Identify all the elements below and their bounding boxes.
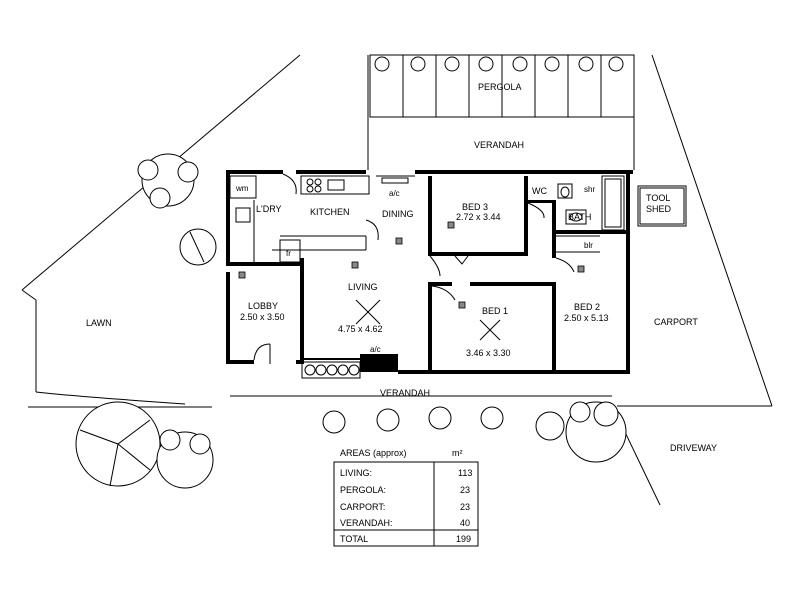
ac-bottom-label: a/c <box>370 345 381 354</box>
area-row-label: VERANDAH: <box>340 518 393 528</box>
areas-heading: AREAS (approx) <box>340 448 407 458</box>
bed2-size: 2.50 x 5.13 <box>564 313 609 323</box>
kitchen-label: KITCHEN <box>310 207 350 217</box>
lawn-label: LAWN <box>86 318 112 328</box>
bir-label: blr <box>584 241 593 250</box>
door-swings <box>253 202 575 364</box>
bed3-size: 2.72 x 3.44 <box>456 212 501 222</box>
living-label: LIVING <box>348 282 378 292</box>
area-total-label: TOTAL <box>340 534 368 544</box>
bath-label: BATH <box>568 212 591 222</box>
areas-unit: m² <box>452 448 463 458</box>
tool-shed-label-2: SHED <box>646 204 672 214</box>
bed1-label: BED 1 <box>482 306 508 316</box>
area-row-value: 23 <box>460 485 470 495</box>
laundry-label: L'DRY <box>256 204 282 214</box>
verandah-top-label: VERANDAH <box>474 140 524 150</box>
bathroom-fittings <box>556 175 625 253</box>
tool-shed-label-1: TOOL <box>646 193 670 203</box>
ceiling-fan-icon <box>355 299 501 341</box>
tree-icon <box>75 153 627 489</box>
lobby-label: LOBBY <box>248 301 278 311</box>
tool-shed: TOOL SHED <box>637 185 687 227</box>
planter <box>301 361 361 379</box>
living-size: 4.75 x 4.62 <box>338 324 383 334</box>
shower-label: shr <box>584 185 595 194</box>
verandah-bottom-label: VERANDAH <box>380 388 430 398</box>
wc-label: WC <box>532 186 547 196</box>
pergola-label: PERGOLA <box>478 82 522 92</box>
driveway-label: DRIVEWAY <box>670 443 717 453</box>
bed3-label: BED 3 <box>462 202 488 212</box>
area-row-label: CARPORT: <box>340 502 385 512</box>
light-points <box>238 221 585 309</box>
area-total-value: 199 <box>456 534 471 544</box>
house-walls <box>226 170 633 374</box>
kitchen-fittings <box>229 173 415 263</box>
area-row-value: 113 <box>458 468 472 478</box>
pergola-plants <box>374 56 624 72</box>
pergola: PERGOLA <box>369 54 635 118</box>
area-row-label: LIVING: <box>340 468 372 478</box>
ac-top-label: a/c <box>389 189 400 198</box>
carport-label: CARPORT <box>654 317 698 327</box>
areas-table: AREAS (approx) m² LIVING: 113 PERGOLA: 2… <box>333 448 479 547</box>
lobby-size: 2.50 x 3.50 <box>240 312 285 322</box>
area-row-value: 40 <box>460 518 470 528</box>
wm-label: wm <box>235 184 249 193</box>
area-row-value: 23 <box>460 502 470 512</box>
bed2-label: BED 2 <box>574 302 600 312</box>
bed1-size: 3.46 x 3.30 <box>466 348 511 358</box>
area-row-label: PERGOLA: <box>340 485 386 495</box>
dining-label: DINING <box>382 209 414 219</box>
fridge-label: fr <box>286 249 291 258</box>
